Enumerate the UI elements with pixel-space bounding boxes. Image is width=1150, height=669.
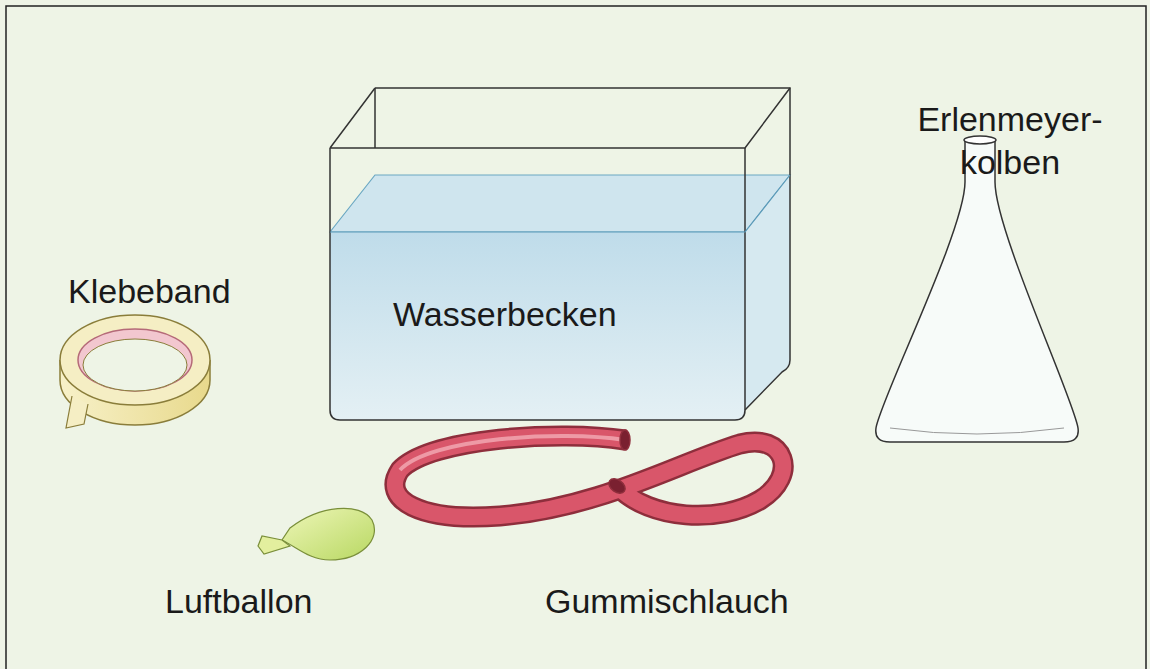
part-label: Erlenmeyer- kolben: [895, 98, 1125, 183]
part-label: Luftballon: [165, 580, 312, 623]
frame: [6, 6, 1146, 669]
part-label: Gummischlauch: [545, 580, 789, 623]
part-label: Wasserbecken: [393, 293, 617, 336]
balloon: [258, 508, 374, 560]
part-label: Klebeband: [68, 270, 231, 313]
erlenmeyer-flask: [876, 136, 1078, 442]
water-tank: [330, 88, 790, 420]
rubber-hose: [395, 430, 783, 517]
tape-roll: [60, 315, 210, 428]
